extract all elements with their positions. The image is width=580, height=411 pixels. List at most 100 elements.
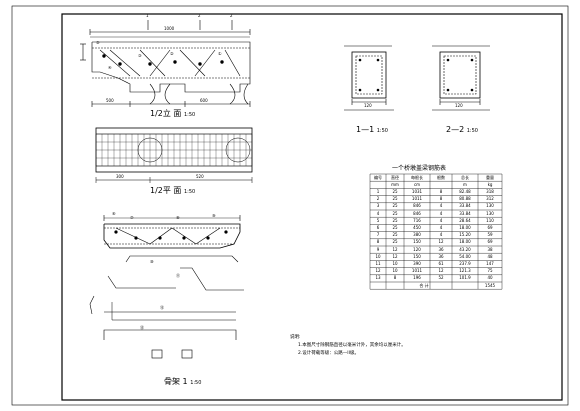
rebar-callout: ② (170, 51, 174, 56)
schedule-cell: 4 (439, 232, 443, 238)
schedule-cell: 25 (392, 203, 398, 209)
schedule-cell: 121.3 (459, 268, 471, 274)
schedule-cell: 75 (487, 268, 493, 274)
schedule-header-cell: 总长 (461, 174, 469, 180)
schedule-cell: 48 (487, 253, 493, 259)
schedule-cell: 1 (376, 189, 380, 194)
rebar-schedule-grid (369, 173, 503, 290)
rebar-callout: ⑫ (160, 305, 164, 310)
schedule-cell: 150 (413, 253, 421, 259)
schedule-header-cell: 直径 (391, 174, 399, 180)
schedule-cell: 80.88 (459, 196, 471, 202)
sheet-inner-border (61, 13, 563, 401)
half-plan-scale: 1:50 (183, 189, 196, 195)
schedule-cell: 38 (487, 246, 493, 252)
schedule-cell: 11 (375, 261, 381, 266)
schedule-cell: 1011 (411, 196, 423, 202)
rebar-callout: ⑩ (150, 259, 154, 264)
schedule-cell: 8 (393, 275, 397, 281)
schedule-cell: 4 (439, 225, 443, 230)
schedule-cell: 12 (438, 268, 444, 274)
schedule-cell: 15.20 (459, 232, 471, 238)
section-1-title: 1—1 1:50 (356, 126, 388, 134)
half-plan-view (95, 127, 253, 183)
rebar-callout: ③ (138, 53, 142, 58)
schedule-cell: 120 (413, 246, 421, 252)
half-elevation-view (80, 20, 251, 107)
schedule-cell: 130 (486, 203, 494, 209)
schedule-cell: 312 (486, 196, 494, 202)
schedule-cell: 36 (438, 246, 444, 252)
schedule-cell: 25 (392, 225, 398, 230)
schedule-cell: 196 (413, 275, 421, 281)
schedule-cell: 110 (486, 217, 494, 223)
schedule-cell: 237.9 (459, 261, 471, 266)
section-2-title: 2—2 1:50 (446, 126, 478, 134)
schedule-cell: 846 (413, 210, 421, 216)
schedule-cell: 6 (376, 225, 380, 230)
rebar-callout: ⑬ (140, 325, 144, 330)
schedule-cell: 10 (392, 268, 398, 274)
schedule-cell: 25 (392, 196, 398, 202)
rebar-skeleton-scale: 1:50 (190, 380, 202, 386)
schedule-cell: 61 (438, 261, 444, 266)
rebar-callout: ⑦ (130, 215, 134, 220)
section-mark-2-mid: 2 (198, 13, 201, 18)
schedule-unit-cell: mm (391, 181, 399, 187)
rebar-callout: ⑤ (96, 40, 100, 45)
schedule-cell: 10 (375, 253, 381, 259)
schedule-cell: 33.84 (459, 210, 471, 216)
schedule-cell: 25 (392, 210, 398, 216)
dim-section-1-width: 120 (364, 103, 372, 108)
schedule-total-value: 1545 (484, 282, 496, 288)
schedule-cell: 4 (439, 203, 443, 209)
half-elevation-title-text: 1/2立 面 (150, 109, 182, 118)
schedule-cell: 3 (376, 203, 380, 209)
dim-mid: 600 (200, 98, 208, 103)
rebar-callout: ⑥ (112, 211, 116, 216)
section-mark-2-right: 2 (230, 13, 233, 18)
schedule-cell: 18.00 (459, 239, 471, 245)
half-elevation-scale: 1:50 (183, 112, 196, 118)
section-mark-1-left: 1 (146, 13, 149, 18)
schedule-cell: 8 (439, 196, 443, 202)
rebar-callout: ⑪ (176, 273, 180, 278)
schedule-cell: 4 (439, 210, 443, 216)
schedule-header-cell: 重量 (486, 174, 494, 180)
schedule-cell: 28.64 (459, 217, 471, 223)
schedule-cell: 43.20 (459, 246, 471, 252)
schedule-cell: 25 (392, 239, 398, 245)
schedule-cell: 846 (413, 203, 421, 209)
rebar-callout: ① (218, 51, 222, 56)
half-plan-title-text: 1/2平 面 (150, 186, 182, 195)
rebar-callout: ⑧ (176, 215, 180, 220)
schedule-cell: 4 (376, 210, 380, 216)
schedule-cell: 150 (413, 239, 421, 245)
notes-heading: 说明: (290, 335, 301, 340)
schedule-cell: 52 (438, 275, 444, 281)
schedule-cell: 318 (486, 189, 494, 194)
dim-plan-b: 520 (196, 174, 204, 179)
schedule-cell: 7 (376, 232, 380, 238)
schedule-cell: 10 (392, 261, 398, 266)
rebar-skeleton-title: 骨架 1 1:50 (164, 378, 201, 386)
schedule-cell: 147 (486, 261, 494, 266)
schedule-cell: 1011 (411, 268, 423, 274)
schedule-header-cell: 每根长 (411, 174, 423, 180)
schedule-cell: 8 (439, 189, 443, 194)
schedule-cell: 12 (438, 239, 444, 245)
schedule-cell: 2 (376, 196, 380, 202)
schedule-cell: 69 (487, 225, 493, 230)
schedule-cell: 716 (413, 217, 421, 223)
schedule-unit-cell: m (463, 181, 467, 187)
dim-plan-a: 300 (116, 174, 124, 179)
schedule-cell: 8 (376, 239, 380, 245)
schedule-header-cell: 编号 (374, 174, 382, 180)
schedule-title: 一个桥墩盖梁钢筋表 (392, 165, 447, 172)
schedule-unit-cell: kg (487, 181, 493, 187)
section-1-scale: 1:50 (376, 128, 388, 134)
schedule-cell: 36 (438, 253, 444, 259)
schedule-cell: 5 (376, 217, 380, 223)
section-1-title-text: 1—1 (356, 125, 375, 134)
